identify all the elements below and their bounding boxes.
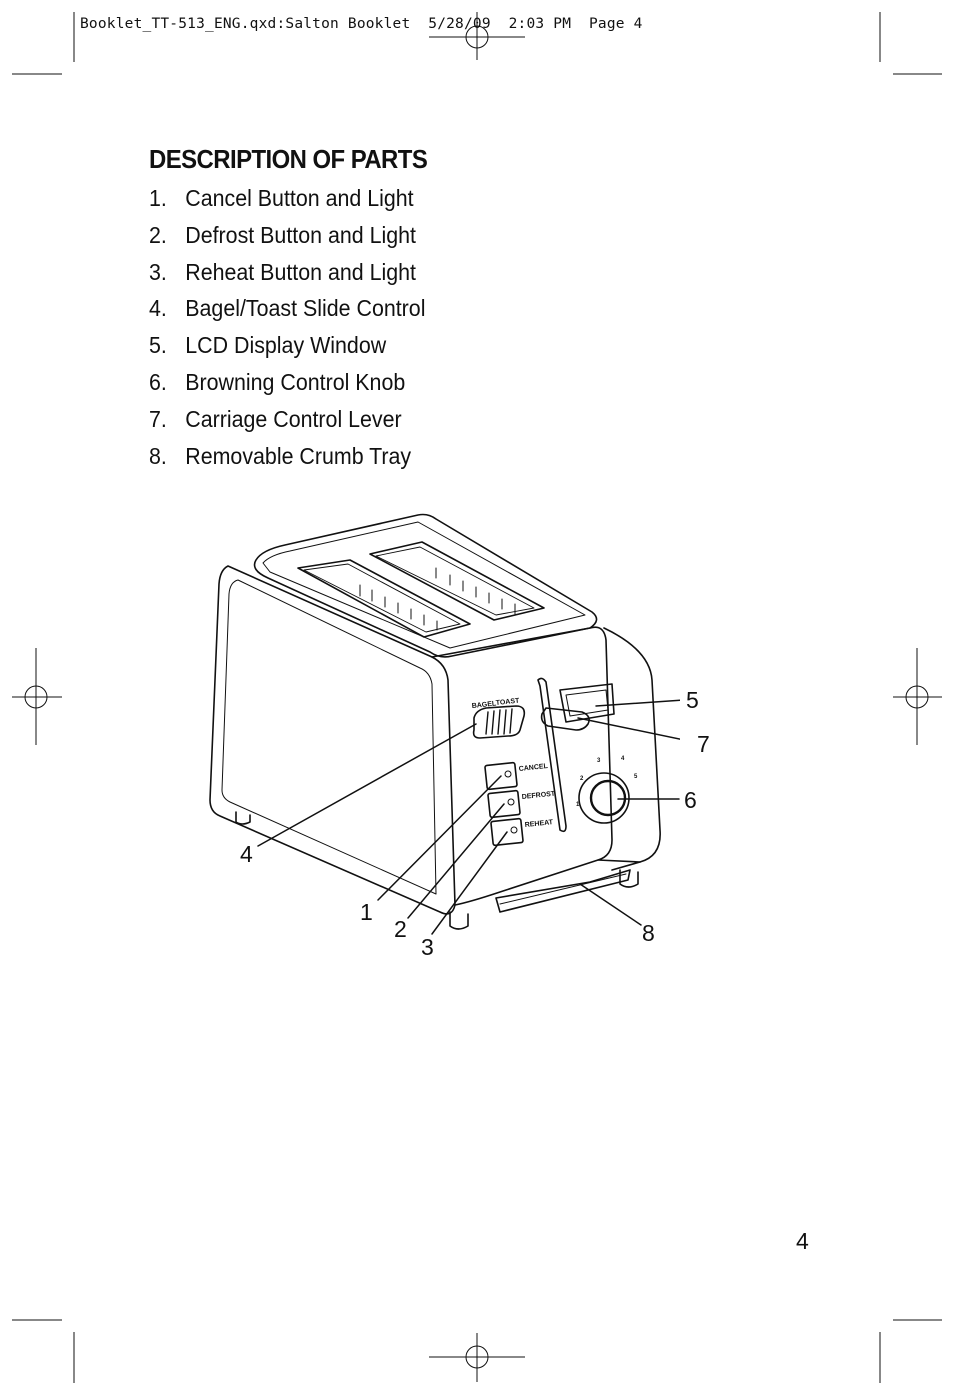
browning-control-knob [578,772,630,824]
page-title: DESCRIPTION OF PARTS [149,144,428,174]
bread-slot-front [297,559,471,638]
bread-slot-back [369,541,545,621]
toaster-side-panel [209,565,456,915]
defrost-label: DEFROST [521,790,556,801]
cancel-label: CANCEL [518,763,548,773]
part-label: Defrost Button and Light [185,221,416,248]
toaster-front-panel [431,626,613,906]
foot-middle [449,911,469,930]
callout-8: 8 [642,920,655,946]
bagel-label: BAGEL [471,700,497,710]
callout-7: 7 [697,731,710,757]
slug-line: Booklet_TT-513_ENG.qxd:Salton Booklet 5/… [80,16,643,32]
part-label: Browning Control Knob [185,368,406,395]
toaster-illustration: BAGEL TOAST CANCEL DEFROST REHEAT 1 2 3 … [209,513,680,935]
part-label: LCD Display Window [185,332,387,359]
bagel-toast-slide [472,705,526,739]
foot-right [619,869,639,888]
toaster-top-rim [253,513,598,658]
list-item: 5.LCD Display Window [149,332,387,359]
part-label: Reheat Button and Light [185,258,416,285]
dial-number: 2 [580,776,584,782]
registration-mark-bottom [429,1333,525,1382]
reheat-label: REHEAT [524,819,554,829]
part-label: Removable Crumb Tray [185,442,412,469]
foot-left [235,811,251,825]
lcd-display-window [559,683,615,723]
list-item: 8.Removable Crumb Tray [149,442,412,469]
callout-3: 3 [421,934,434,960]
page-number: 4 [796,1228,809,1254]
list-item: 7.Carriage Control Lever [149,405,402,432]
carriage-slot [537,677,567,833]
crumb-tray [495,869,631,913]
callout-5: 5 [686,687,699,713]
part-label: Carriage Control Lever [185,405,402,432]
part-label: Cancel Button and Light [185,185,414,211]
registration-mark-left [12,648,62,745]
dial-number: 4 [621,756,625,762]
cancel-button [484,761,518,791]
list-item: 4.Bagel/Toast Slide Control [149,295,426,322]
dial-number: 3 [597,758,601,764]
registration-mark-right [893,648,942,745]
dial-number: 1 [576,802,580,808]
registration-mark-top [429,12,525,60]
list-item: 6.Browning Control Knob [149,368,406,395]
list-item: 2.Defrost Button and Light [149,221,416,248]
callout-1: 1 [360,899,373,925]
defrost-button [487,789,521,819]
parts-list: 1.Cancel Button and Light 2.Defrost Butt… [149,183,446,477]
callout-2: 2 [394,916,407,942]
carriage-control-lever [540,707,590,731]
list-item: 3.Reheat Button and Light [149,258,416,285]
toast-label: TOAST [495,697,520,707]
reheat-button [490,817,524,847]
dial-number: 5 [634,774,638,780]
callout-4: 4 [240,841,253,867]
callout-6: 6 [684,787,697,813]
list-item: 1.Cancel Button and Light [149,185,414,211]
part-label: Bagel/Toast Slide Control [185,295,426,322]
